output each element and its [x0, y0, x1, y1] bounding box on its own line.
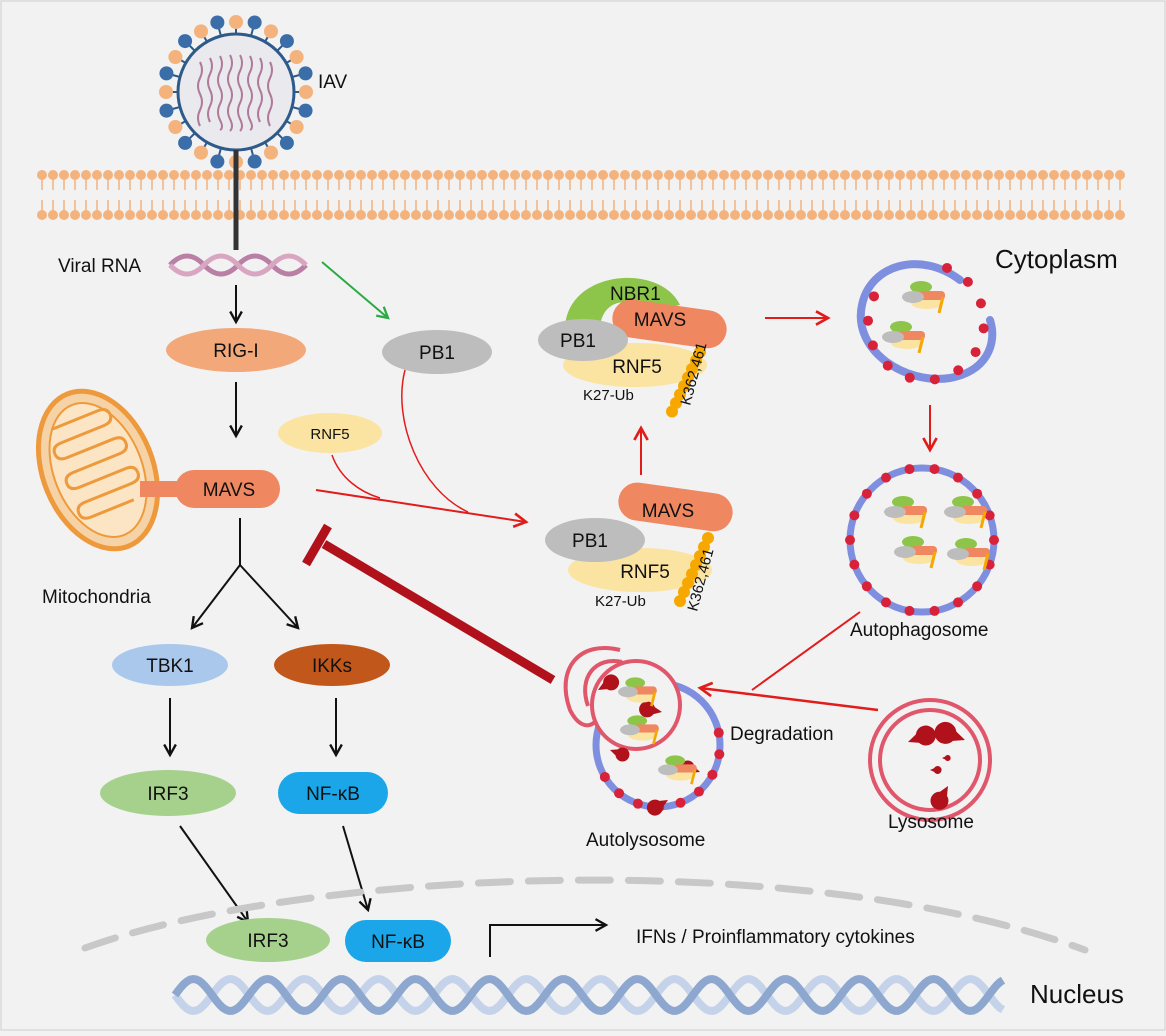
mitochondria — [35, 388, 161, 552]
lysosome — [868, 698, 992, 822]
complex-lower-mavs-label: MAVS — [642, 501, 694, 522]
mavs-label: MAVS — [203, 480, 255, 501]
autolysosome — [563, 646, 725, 816]
nuclear-nfkb-node — [345, 920, 451, 962]
viral-rna-label: Viral RNA — [58, 256, 141, 277]
lysosome-label: Lysosome — [888, 812, 974, 833]
arrow-nfkb-nucleus — [342, 825, 368, 910]
arrow-rna-pb1 — [321, 261, 388, 318]
complex-lower-rnf5-label: RNF5 — [620, 562, 670, 583]
nucleus-label: Nucleus — [1030, 979, 1124, 1009]
mitochondria-label: Mitochondria — [42, 587, 151, 608]
nuclear-envelope — [81, 876, 1089, 954]
arrow-to-ikks — [239, 564, 298, 628]
irf3-label: IRF3 — [147, 784, 188, 805]
pb1-label: PB1 — [419, 343, 455, 364]
ikks-label: IKKs — [312, 656, 352, 677]
tbk1-node — [112, 644, 228, 686]
complex-lower-k27-label: K27-Ub — [595, 593, 646, 610]
irf3-node — [100, 770, 236, 816]
iav-label: IAV — [318, 72, 348, 93]
phagophore — [856, 260, 997, 385]
nuclear-nfkb-label: NF-κB — [371, 932, 425, 953]
arrow-fusion — [700, 688, 879, 712]
ikks-node — [274, 644, 390, 686]
complex-upper-rnf5-label: RNF5 — [612, 357, 662, 378]
plasma-membrane — [37, 170, 1125, 220]
nuclear-irf3-label: IRF3 — [247, 931, 288, 952]
ifns-label: IFNs / Proinflammatory cytokines — [636, 927, 915, 948]
complex-upper-nbr1-label: NBR1 — [610, 284, 661, 305]
inhibition-arrow — [302, 523, 556, 684]
complex-upper — [538, 277, 727, 418]
pb1-node — [382, 330, 492, 374]
rnf5-label: RNF5 — [310, 426, 349, 443]
rig-i-node — [166, 328, 306, 372]
tbk1-label: TBK1 — [146, 656, 194, 677]
rnf5-node — [278, 413, 382, 453]
arrow-mavs-complex — [315, 489, 526, 522]
autophagosome — [845, 464, 999, 616]
degradation-label: Degradation — [730, 724, 834, 745]
nfkb-node — [278, 772, 388, 814]
iav-virus — [159, 15, 313, 169]
complex-lower-pb1-label: PB1 — [572, 531, 608, 552]
mavs-node — [175, 470, 280, 508]
transcription-arrow — [489, 925, 606, 957]
complex-upper-mavs-label: MAVS — [634, 310, 686, 331]
dna-helix — [171, 974, 1006, 1016]
autophagosome-label: Autophagosome — [850, 620, 988, 641]
nuclear-irf3-node — [206, 918, 330, 962]
complex-upper-pb1-label: PB1 — [560, 331, 596, 352]
pb1-curve — [401, 369, 469, 513]
rnf5-curve — [331, 454, 381, 499]
viral-rna-helix — [168, 253, 308, 277]
autolysosome-label: Autolysosome — [586, 830, 705, 851]
complex-upper-k27-label: K27-Ub — [583, 387, 634, 404]
complex-lower — [545, 482, 733, 607]
arrow-to-tbk1 — [192, 564, 241, 628]
line-autophagosome-fusion — [751, 611, 861, 691]
cytoplasm-label: Cytoplasm — [995, 244, 1118, 274]
rig-i-label: RIG-I — [213, 341, 258, 362]
nfkb-label: NF-κB — [306, 784, 360, 805]
